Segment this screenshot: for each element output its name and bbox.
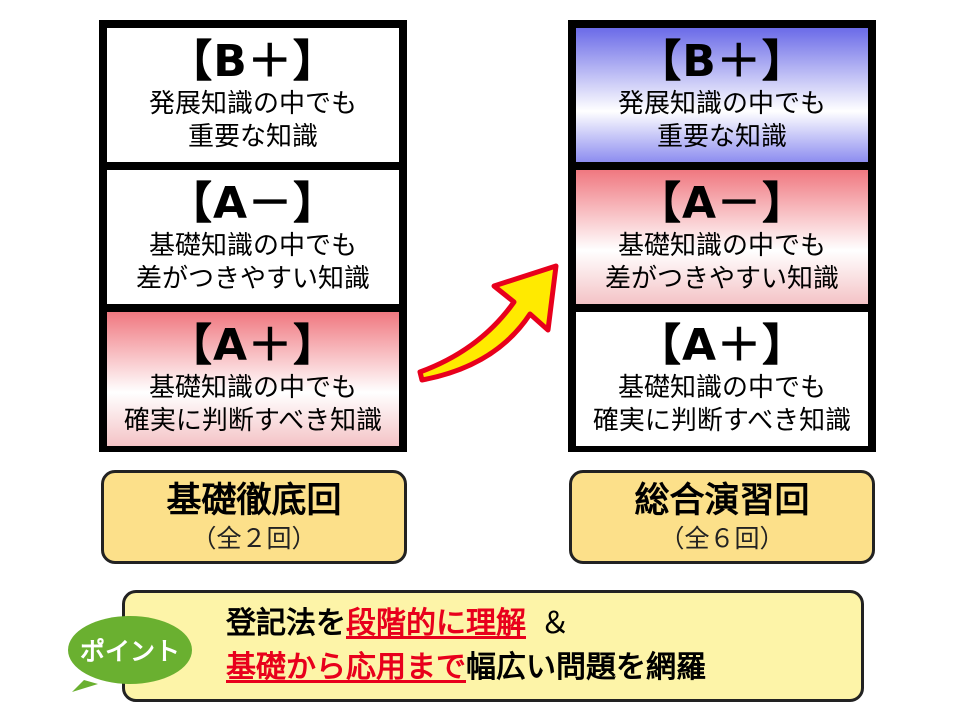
right-box-a-minus: 【A－】 基礎知識の中でも 差がつきやすい知識 — [576, 170, 868, 304]
left-box-b-plus: 【B＋】 発展知識の中でも 重要な知識 — [107, 28, 399, 162]
grade-desc-line2: 重要な知識 — [656, 122, 787, 152]
point-line2-highlight: 基礎から応用まで — [226, 650, 466, 685]
grade-desc-line1: 基礎知識の中でも — [617, 373, 826, 403]
right-box-a-plus: 【A＋】 基礎知識の中でも 確実に判断すべき知識 — [576, 312, 868, 446]
point-line2-post: 幅広い問題を網羅 — [466, 650, 706, 685]
grade-title: 【A－】 — [167, 178, 339, 229]
point-badge-icon: ポイント — [68, 616, 192, 692]
grade-desc-line1: 基礎知識の中でも — [148, 373, 357, 403]
grade-title: 【B＋】 — [637, 36, 807, 87]
ampersand: ＆ — [540, 606, 570, 641]
grade-desc-line2: 確実に判断すべき知識 — [123, 406, 383, 436]
point-line1-highlight: 段階的に理解 — [346, 606, 526, 641]
course-title: 総合演習回 — [634, 481, 810, 521]
point-text: 登記法を段階的に理解 ＆ 基礎から応用まで幅広い問題を網羅 — [226, 602, 706, 690]
grade-desc-line1: 発展知識の中でも — [617, 89, 826, 119]
grade-title: 【A＋】 — [636, 320, 808, 371]
point-line-1: 登記法を段階的に理解 ＆ — [226, 602, 706, 646]
grade-desc-line1: 基礎知識の中でも — [617, 231, 826, 261]
left-box-a-plus: 【A＋】 基礎知識の中でも 確実に判断すべき知識 — [107, 312, 399, 446]
grade-desc-line1: 基礎知識の中でも — [148, 231, 357, 261]
point-line1-pre: 登記法を — [226, 606, 346, 641]
right-knowledge-stack: 【B＋】 発展知識の中でも 重要な知識 【A－】 基礎知識の中でも 差がつきやす… — [568, 20, 876, 452]
grade-desc-line2: 差がつきやすい知識 — [135, 264, 370, 294]
grade-desc-line2: 確実に判断すべき知識 — [592, 406, 852, 436]
grade-title: 【A－】 — [636, 178, 808, 229]
basic-course-label: 基礎徹底回 （全２回） — [101, 470, 407, 564]
grade-desc-line2: 差がつきやすい知識 — [604, 264, 839, 294]
point-panel — [122, 590, 864, 702]
left-box-a-minus: 【A－】 基礎知識の中でも 差がつきやすい知識 — [107, 170, 399, 304]
comprehensive-course-label: 総合演習回 （全６回） — [569, 470, 875, 564]
grade-desc-line1: 発展知識の中でも — [148, 89, 357, 119]
course-title: 基礎徹底回 — [166, 481, 342, 521]
curved-arrow-icon — [417, 263, 559, 383]
badge-text: ポイント — [80, 637, 180, 666]
course-count: （全６回） — [659, 524, 785, 553]
grade-desc-line2: 重要な知識 — [187, 122, 318, 152]
left-knowledge-stack: 【B＋】 発展知識の中でも 重要な知識 【A－】 基礎知識の中でも 差がつきやす… — [99, 20, 407, 452]
course-count: （全２回） — [191, 524, 317, 553]
right-box-b-plus: 【B＋】 発展知識の中でも 重要な知識 — [576, 28, 868, 162]
grade-title: 【A＋】 — [167, 320, 339, 371]
point-line-2: 基礎から応用まで幅広い問題を網羅 — [226, 646, 706, 690]
grade-title: 【B＋】 — [168, 36, 338, 87]
